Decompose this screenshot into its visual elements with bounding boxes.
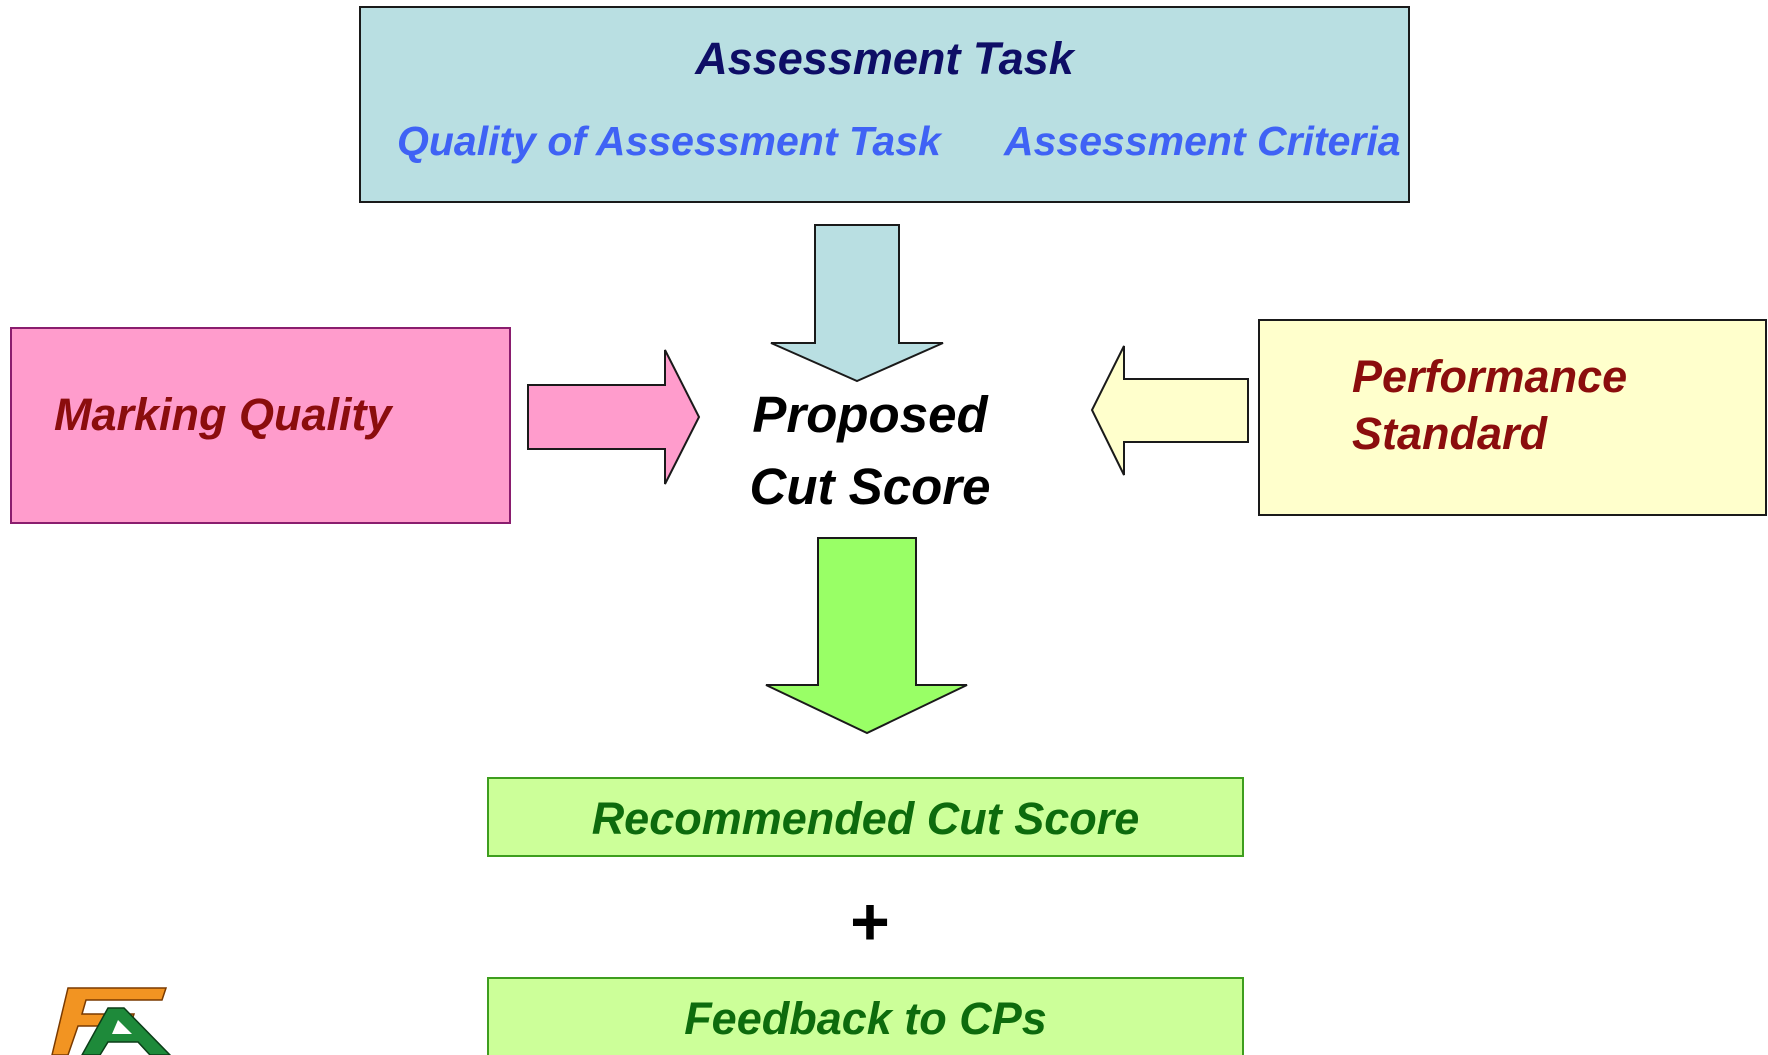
right-arrow-icon-from-marking <box>527 349 701 485</box>
proposed-cut-score-line-1: Proposed <box>752 386 988 443</box>
down-arrow-from-task-shape <box>770 224 944 383</box>
left-arrow-from-performance-shape <box>1090 345 1249 476</box>
fa-logo-a-counter <box>112 1020 132 1034</box>
performance-standard-box: Performance Standard <box>1258 319 1767 516</box>
recommended-cut-score-box: Recommended Cut Score <box>487 777 1244 857</box>
down-arrow-to-recommended-shape <box>765 537 968 735</box>
fa-logo-icon <box>51 987 172 1055</box>
marking-quality-label: Marking Quality <box>54 389 392 440</box>
right-arrow-from-marking-shape <box>527 349 701 485</box>
quality-of-assessment-task-label: Quality of Assessment Task <box>397 118 941 164</box>
assessment-task-box: Assessment Task Quality of Assessment Ta… <box>359 6 1410 203</box>
left-arrow-icon-from-performance <box>1090 345 1249 476</box>
assessment-task-title: Assessment Task <box>695 33 1074 84</box>
performance-standard-line-1: Performance <box>1352 351 1628 402</box>
assessment-criteria-label: Assessment Criteria <box>1004 118 1401 164</box>
feedback-to-cps-label: Feedback to CPs <box>684 993 1047 1044</box>
down-arrow-icon-to-recommended <box>765 537 968 735</box>
recommended-cut-score-label: Recommended Cut Score <box>591 793 1140 844</box>
feedback-to-cps-box: Feedback to CPs <box>487 977 1244 1055</box>
marking-quality-box: Marking Quality <box>10 327 511 524</box>
down-arrow-icon-from-task <box>770 224 944 383</box>
performance-standard-line-2: Standard <box>1352 408 1548 459</box>
proposed-cut-score-line-2: Cut Score <box>749 458 991 515</box>
plus-sign: + <box>850 884 890 960</box>
